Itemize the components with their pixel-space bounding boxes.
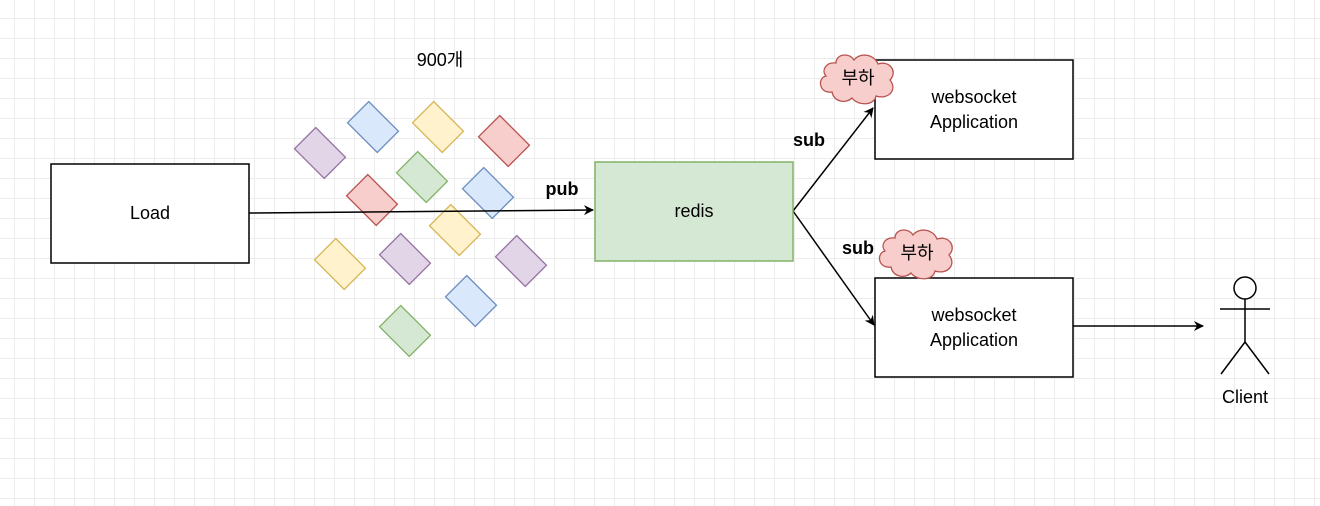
load-cloud-top-label: 부하	[841, 68, 875, 88]
message-count-label: 900개	[416, 50, 464, 70]
message-block-purple[interactable]	[378, 232, 432, 286]
redis-label: redis	[674, 201, 714, 221]
load-cloud-top[interactable]	[819, 54, 894, 105]
message-block-yellow[interactable]	[411, 100, 465, 154]
message-block-yellow[interactable]	[428, 203, 482, 257]
websocket-app-bottom-label-line1: websocket	[931, 304, 1017, 325]
load-cloud-bottom-label: 부하	[900, 243, 934, 263]
message-block-blue[interactable]	[444, 274, 498, 328]
edge-sub-bottom[interactable]	[792, 210, 875, 326]
client-label: Client	[1221, 387, 1269, 407]
load-label: Load	[129, 203, 171, 223]
redis-node[interactable]	[594, 161, 794, 262]
load-cloud-bottom[interactable]	[878, 229, 953, 280]
message-block-red[interactable]	[477, 114, 531, 168]
websocket-app-top-node[interactable]	[874, 59, 1074, 160]
message-blocks	[293, 100, 548, 358]
message-block-yellow[interactable]	[313, 237, 367, 291]
websocket-app-top-label-line1: websocket	[931, 86, 1017, 107]
message-block-blue[interactable]	[461, 166, 515, 220]
websocket-app-bottom-label-line2: Application	[929, 329, 1019, 350]
message-block-purple[interactable]	[293, 126, 347, 180]
message-block-green[interactable]	[378, 304, 432, 358]
message-block-red[interactable]	[345, 173, 399, 227]
edge-sub-top[interactable]	[792, 107, 874, 212]
websocket-app-top-label: websocket Application	[875, 60, 1073, 159]
message-block-blue[interactable]	[346, 100, 400, 154]
edge-pub[interactable]	[248, 205, 594, 216]
message-block-purple[interactable]	[494, 234, 548, 288]
websocket-app-bottom-label: websocket Application	[875, 278, 1073, 377]
websocket-app-bottom-node[interactable]	[874, 277, 1074, 378]
websocket-app-top-label-line2: Application	[929, 111, 1019, 132]
load-node[interactable]	[50, 163, 250, 264]
sub-top-edge-label: sub	[792, 130, 825, 150]
message-block-green[interactable]	[395, 150, 449, 204]
client-actor[interactable]	[1220, 276, 1270, 375]
sub-bottom-edge-label: sub	[841, 238, 874, 258]
pub-edge-label: pub	[545, 179, 579, 199]
